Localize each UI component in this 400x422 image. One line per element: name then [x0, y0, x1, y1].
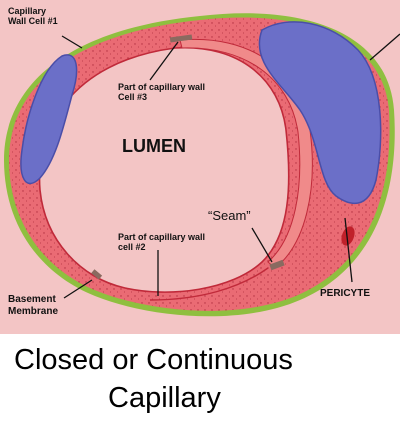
lumen-area — [39, 47, 289, 293]
seam-line — [149, 267, 269, 301]
caption-line-2: Capillary — [108, 382, 221, 414]
capillary-diagram: Capillary Wall Cell #1 Part of capillary… — [0, 0, 400, 334]
caption-line-1: Closed or Continuous — [14, 344, 293, 376]
nucleus-right — [258, 21, 382, 205]
label-cell-1: Capillary Wall Cell #1 — [8, 6, 58, 27]
nucleus-left — [20, 54, 78, 185]
label-cell-3: Part of capillary wall Cell #3 — [118, 82, 206, 103]
label-pericyte: PERICYTE — [320, 288, 371, 299]
capillary-illustration — [4, 13, 400, 317]
label-seam: “Seam” — [208, 208, 251, 223]
label-cell-2: Part of capillary wall cell #2 — [118, 232, 206, 253]
caption: Closed or Continuous Capillary — [0, 338, 400, 422]
label-lumen: LUMEN — [122, 136, 186, 156]
label-basement-membrane: Basement Membrane — [8, 294, 59, 317]
